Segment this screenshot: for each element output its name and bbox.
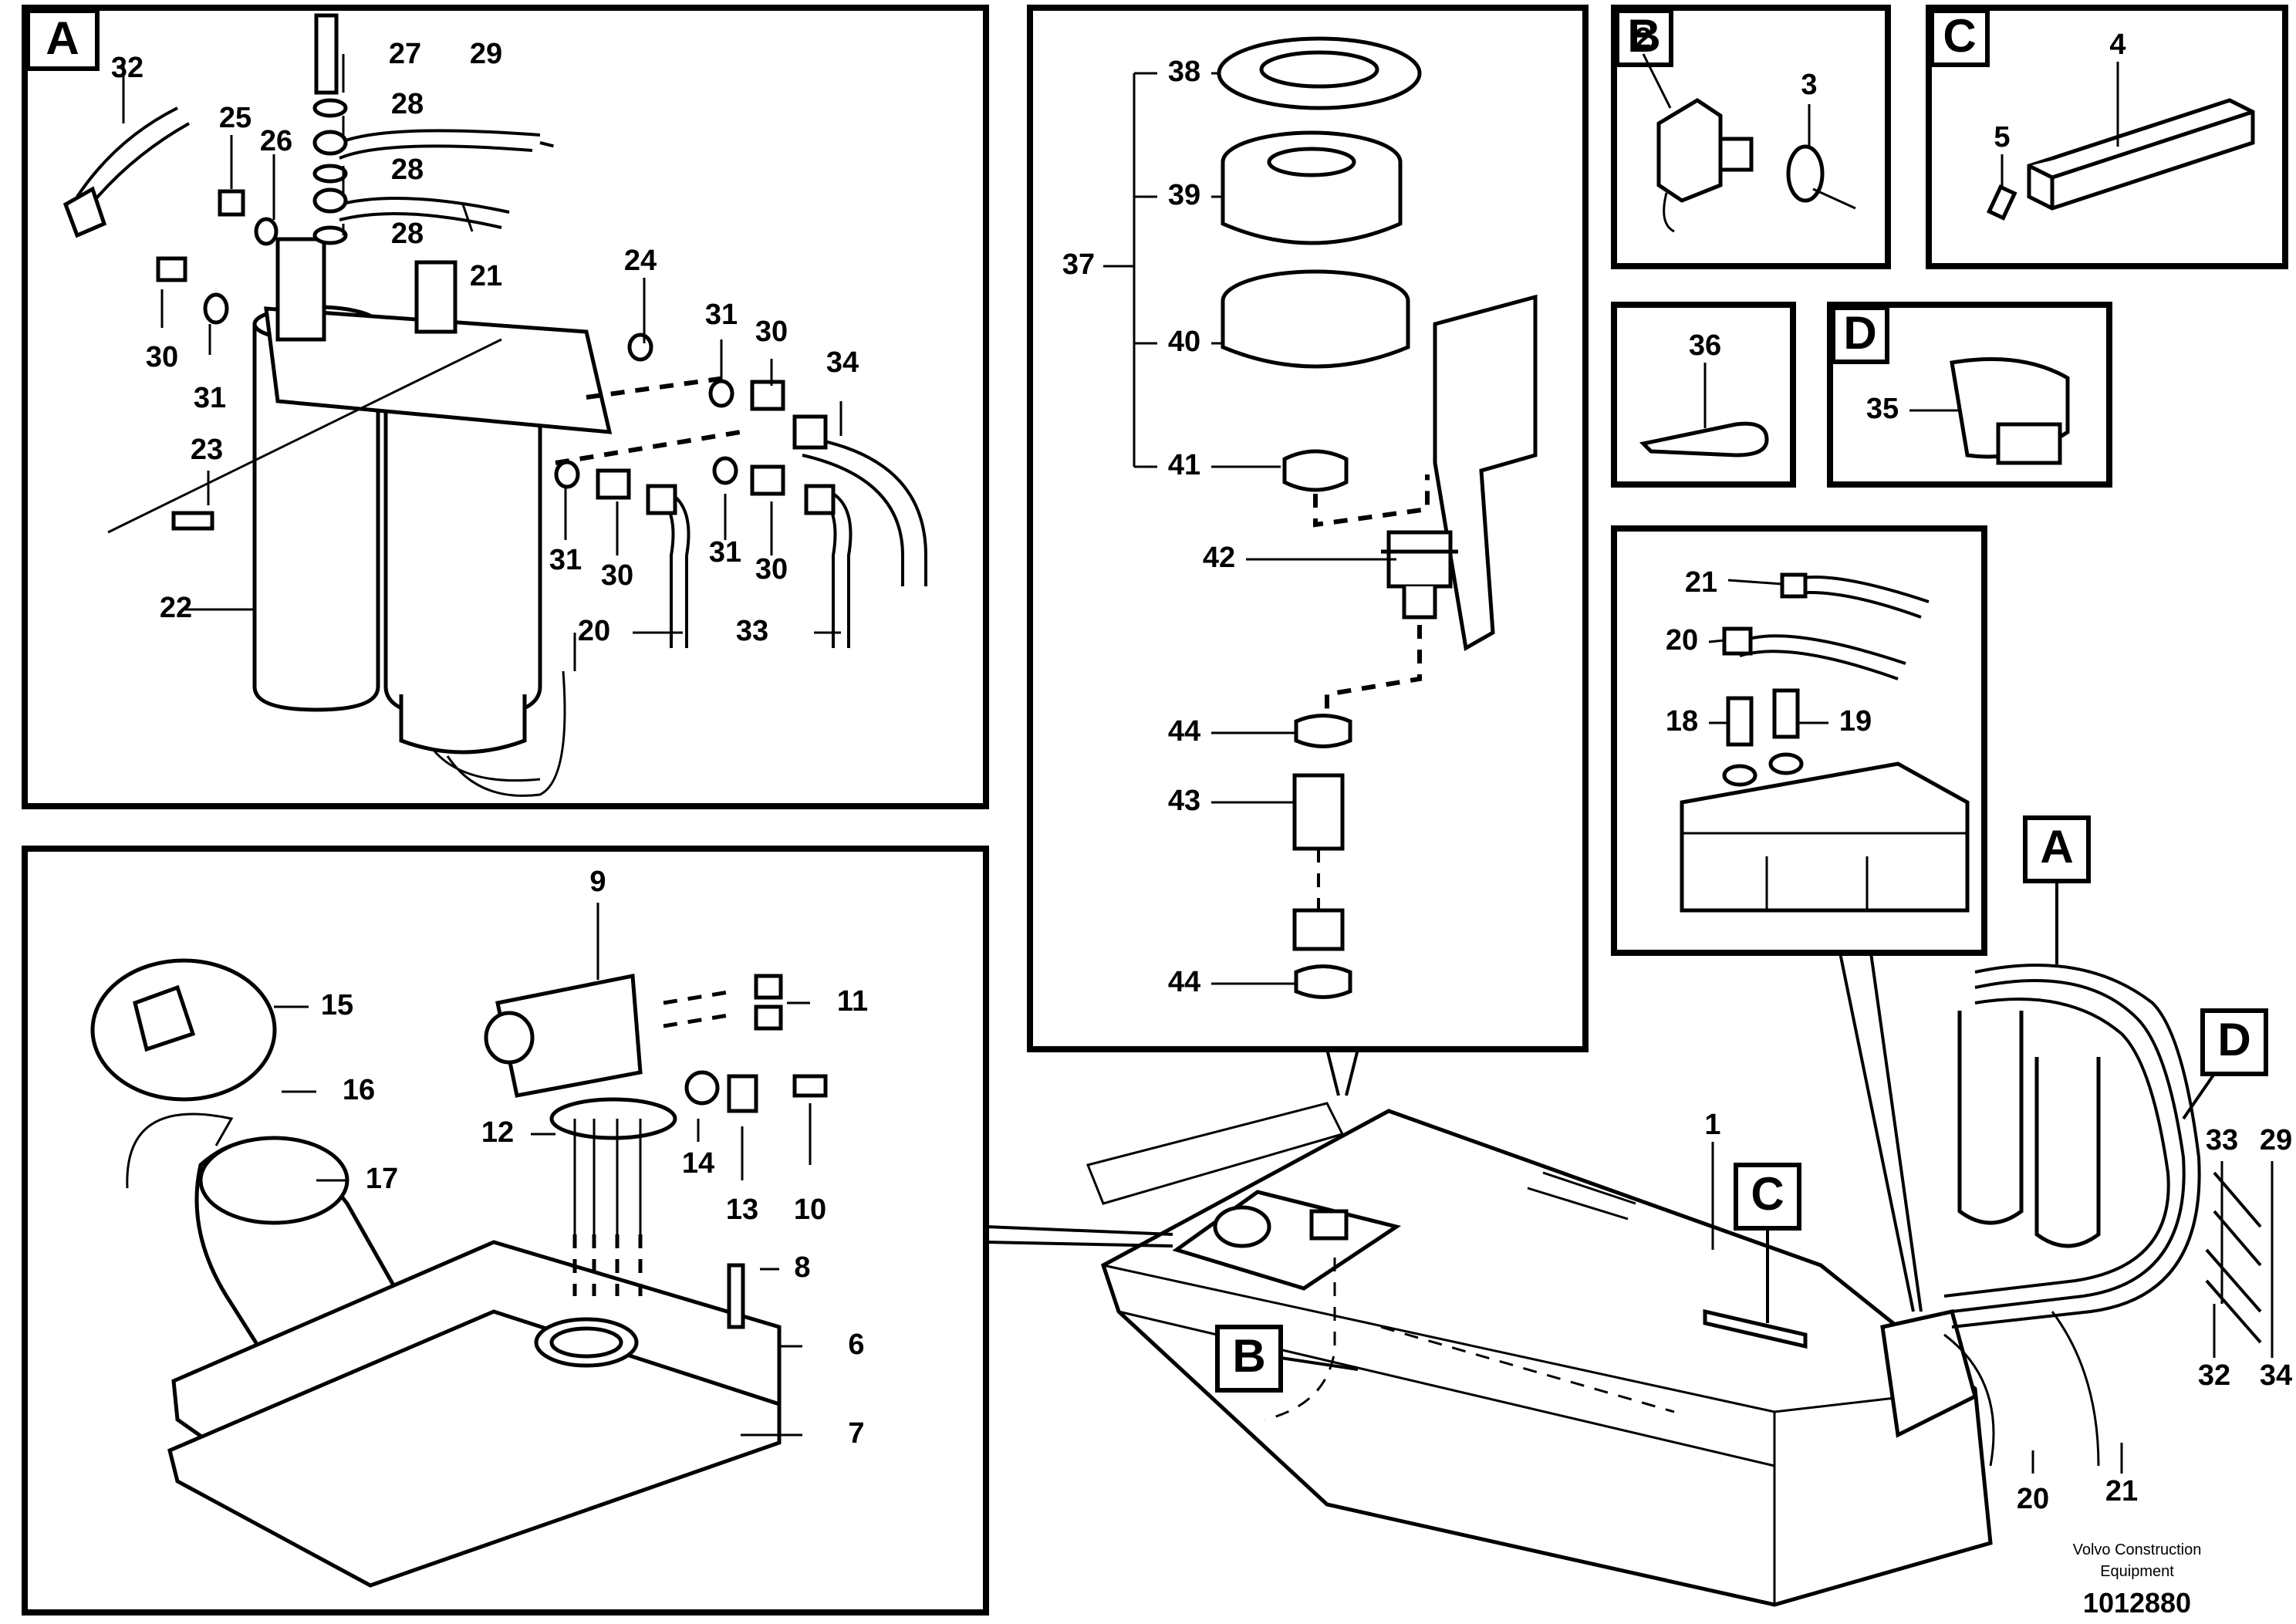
callout-c: C [1734,1163,1801,1323]
label-30a: 30 [755,316,788,348]
label-6: 6 [848,1329,864,1361]
label-23: 23 [191,434,223,466]
panel-c-letter: C [1943,10,1976,62]
label-28a: 28 [391,88,424,120]
label-42: 42 [1203,542,1235,574]
callout-b: B [1215,1325,1359,1393]
fuel-filter-assembly [252,237,613,797]
label-7: 7 [848,1417,864,1450]
label-31c: 31 [549,544,582,576]
callout-c-letter: C [1751,1168,1784,1220]
gasket [167,1309,782,1588]
panel-b-letter: B [1627,10,1660,62]
brand-line-2: Equipment [2100,1563,2174,1580]
label-18: 18 [1666,705,1698,738]
label-28c: 28 [391,218,424,250]
panel-a-letter: A [46,12,79,64]
label-15: 15 [321,989,353,1021]
label-13: 13 [726,1194,758,1226]
callout-b-letter: B [1232,1330,1265,1382]
panel-36: 36 [1611,302,1796,488]
label-10: 10 [794,1194,826,1226]
hose-32 [76,106,178,198]
label-5: 5 [1994,121,2010,154]
fittings [156,13,836,531]
document-number: 1012880 [2083,1587,2191,1619]
label-44a: 44 [1168,715,1200,748]
label-36: 36 [1689,329,1721,362]
label-28b: 28 [391,154,424,186]
label-43: 43 [1168,785,1200,817]
label-2: 2 [1635,22,1651,55]
label-20a: 20 [578,615,610,647]
label-29b: 29 [2260,1124,2292,1156]
label-20b: 20 [1666,624,1698,657]
label-4: 4 [2109,29,2125,61]
label-27: 27 [389,38,421,70]
label-38: 38 [1168,56,1200,88]
label-30d: 30 [755,553,788,586]
label-11: 11 [837,985,868,1018]
label-1: 1 [1704,1109,1720,1141]
label-40: 40 [1168,326,1200,358]
sender-unit [495,973,643,1098]
label-12: 12 [481,1116,514,1149]
label-8: 8 [794,1251,810,1284]
connector-lines [985,1225,1173,1248]
label-22: 22 [160,592,192,624]
label-33a: 33 [736,615,768,647]
label-14: 14 [682,1147,714,1180]
label-3: 3 [1801,69,1817,101]
label-21a: 21 [470,260,502,292]
panel-fittings-18-19: 21 20 18 19 [1611,525,1987,956]
callout-d-letter: D [2217,1014,2250,1065]
panel-d-letter: D [1843,307,1876,359]
label-17: 17 [366,1163,398,1195]
label-21c: 21 [2105,1475,2138,1508]
label-21b: 21 [1685,566,1717,599]
label-31b: 31 [194,382,226,414]
panel-breather: 38 39 37 40 41 42 44 43 44 [1027,5,1589,1052]
label-31a: 31 [705,299,738,331]
label-16: 16 [343,1074,375,1106]
label-37: 37 [1062,248,1095,281]
brand-line-1: Volvo Construction [2073,1541,2202,1558]
label-20c: 20 [2017,1483,2049,1515]
label-30c: 30 [601,559,633,592]
label-26: 26 [260,125,292,157]
panel-a: A [22,5,989,809]
panel-b: B 2 3 [1611,5,1891,269]
callout-a: A [2023,815,2091,964]
label-34b: 34 [2260,1359,2292,1392]
callout-d: D [2182,1008,2268,1120]
hose-29 [339,129,541,144]
label-32b: 32 [2198,1359,2230,1392]
label-9: 9 [589,866,606,898]
label-19: 19 [1839,705,1872,738]
fuel-tank [1086,964,2262,1607]
label-44b: 44 [1168,966,1200,998]
label-31d: 31 [709,536,741,569]
label-24: 24 [624,245,657,277]
label-30b: 30 [146,341,178,373]
label-35: 35 [1866,393,1899,425]
panel-c: C 4 5 [1926,5,2288,269]
callout-a-letter: A [2040,821,2073,873]
panel-tank-fittings: 9 15 16 17 11 12 14 13 10 8 6 7 [22,846,989,1616]
label-32: 32 [111,52,144,84]
label-34a: 34 [826,346,859,379]
label-33b: 33 [2206,1124,2238,1156]
label-39: 39 [1168,179,1200,211]
label-29: 29 [470,38,502,70]
label-25: 25 [219,102,252,134]
panel-d: D 35 [1827,302,2112,488]
label-41: 41 [1168,449,1200,481]
